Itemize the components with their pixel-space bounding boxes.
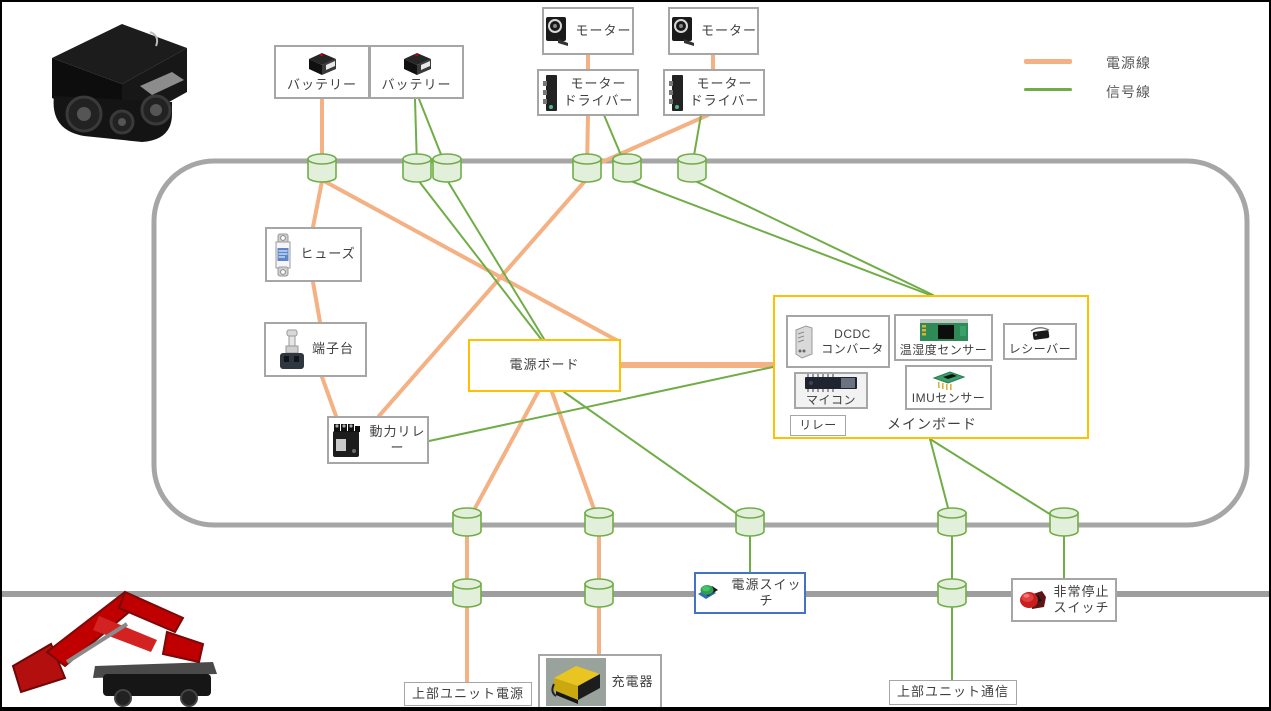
node-charger: 充電器 xyxy=(538,654,662,707)
edge-top-connector-4-power-relay xyxy=(377,179,587,418)
node-label: 温湿度センサー xyxy=(899,342,988,357)
motor-icon xyxy=(672,17,694,46)
fuse-icon xyxy=(275,233,291,276)
node-dcdc-converter: DCDC コンバータ xyxy=(786,315,890,368)
cable-connector xyxy=(735,507,765,537)
node-label: IMUセンサー xyxy=(911,390,986,405)
node-label: 上部ユニット電源 xyxy=(411,685,524,701)
cable-connector xyxy=(432,153,462,183)
edge-main-board-upper-unit-comm xyxy=(929,438,953,681)
battery-icon xyxy=(309,53,336,76)
node-motor-driver-2: モーター ドライバー xyxy=(663,69,765,116)
charger-icon xyxy=(546,658,607,706)
cable-connector xyxy=(677,153,707,183)
humidity-sensor-icon xyxy=(919,318,968,341)
edge-power-board-power-switch xyxy=(563,391,751,573)
legend-power-line-swatch xyxy=(1024,59,1072,64)
node-label: 電源スイッチ xyxy=(731,576,802,608)
edge-top-connector-1-power-board xyxy=(322,179,620,343)
node-label: 上部ユニット通信 xyxy=(896,684,1009,700)
node-label: 充電器 xyxy=(611,673,654,689)
node-label: 端子台 xyxy=(311,341,354,357)
edge-terminal-block-power-relay xyxy=(320,375,338,418)
node-motor-driver-1: モーター ドライバー xyxy=(537,69,639,116)
receiver-icon xyxy=(1030,326,1050,340)
node-label: モーター xyxy=(701,22,758,38)
node-imu-sensor: IMUセンサー xyxy=(905,365,992,410)
edge-top-connector-2-power-board xyxy=(417,179,542,340)
battery-icon xyxy=(403,53,431,76)
node-motor-2: モーター xyxy=(668,7,759,55)
edge-power-board-upper-unit-power xyxy=(465,390,540,684)
motor-driver-icon xyxy=(668,74,683,111)
cable-connector xyxy=(937,578,967,608)
cable-connector xyxy=(584,578,614,608)
edge-top-connector-1-fuse xyxy=(311,179,324,229)
motor-icon xyxy=(546,17,569,46)
node-label: モーター ドライバー xyxy=(689,76,760,108)
node-label: DCDC コンバータ xyxy=(821,326,884,356)
cable-connector xyxy=(402,153,432,183)
imu-sensor-icon xyxy=(932,370,965,390)
node-microcontroller: マイコン xyxy=(794,372,868,409)
node-upper-unit-comm: 上部ユニット通信 xyxy=(889,680,1017,705)
node-relay: リレー xyxy=(790,415,846,436)
cable-connector xyxy=(937,507,967,537)
legend-power-line-label: 電源線 xyxy=(1106,55,1151,71)
node-humidity-sensor: 温湿度センサー xyxy=(894,314,993,361)
edge-fuse-terminal-block xyxy=(311,280,322,324)
cable-connector xyxy=(572,153,602,183)
main-board-label: メインボード xyxy=(887,416,977,433)
node-label: バッテリー xyxy=(286,77,357,93)
node-label: 動力リレー xyxy=(369,423,426,455)
node-label: 非常停止 スイッチ xyxy=(1053,583,1110,615)
node-label: ヒューズ xyxy=(300,246,356,262)
legend-signal-line-label: 信号線 xyxy=(1106,84,1151,100)
node-power-board: 電源ボード xyxy=(468,339,621,392)
node-label: マイコン xyxy=(805,392,856,407)
motor-driver-icon xyxy=(542,74,557,111)
power-relay-icon xyxy=(333,424,360,457)
tracked-robot-image xyxy=(52,24,187,142)
edge-top-connector-6-main-board xyxy=(692,179,934,296)
edge-power-relay-main-board xyxy=(428,366,774,442)
node-emergency-stop: 非常停止 スイッチ xyxy=(1011,578,1117,622)
node-fuse: ヒューズ xyxy=(265,227,362,282)
node-upper-unit-power: 上部ユニット電源 xyxy=(404,682,532,706)
loader-robot-image xyxy=(11,590,217,707)
node-motor-1: モーター xyxy=(542,7,634,55)
node-battery-1: バッテリー xyxy=(274,45,370,99)
node-battery-2: バッテリー xyxy=(369,45,464,99)
cable-connector xyxy=(307,153,337,183)
node-terminal-block: 端子台 xyxy=(264,322,367,377)
edge-top-connector-3-power-board xyxy=(446,179,545,340)
node-power-switch: 電源スイッチ xyxy=(694,572,806,614)
cable-connector xyxy=(452,578,482,608)
node-label: モーター ドライバー xyxy=(563,76,634,108)
node-power-relay: 動力リレー xyxy=(327,416,429,464)
legend-signal-line-swatch xyxy=(1024,88,1072,91)
power-switch-icon xyxy=(698,585,718,599)
emergency-stop-icon xyxy=(1020,591,1047,609)
terminal-block-icon xyxy=(279,329,304,369)
node-label: レシーバー xyxy=(1008,341,1072,356)
node-label: バッテリー xyxy=(381,77,452,93)
node-label: モーター xyxy=(575,22,632,38)
cable-connector xyxy=(1049,507,1079,537)
node-label: リレー xyxy=(799,418,837,432)
node-receiver: レシーバー xyxy=(1003,323,1077,360)
edge-top-connector-5-main-board xyxy=(627,179,931,296)
dcdc-converter-icon xyxy=(795,324,813,359)
microcontroller-icon xyxy=(805,373,857,392)
cable-connector xyxy=(452,507,482,537)
cable-connector xyxy=(612,153,642,183)
edge-motor-driver2-top-connector-4 xyxy=(589,113,710,169)
cable-connector xyxy=(584,507,614,537)
node-label: 電源ボード xyxy=(509,357,580,373)
